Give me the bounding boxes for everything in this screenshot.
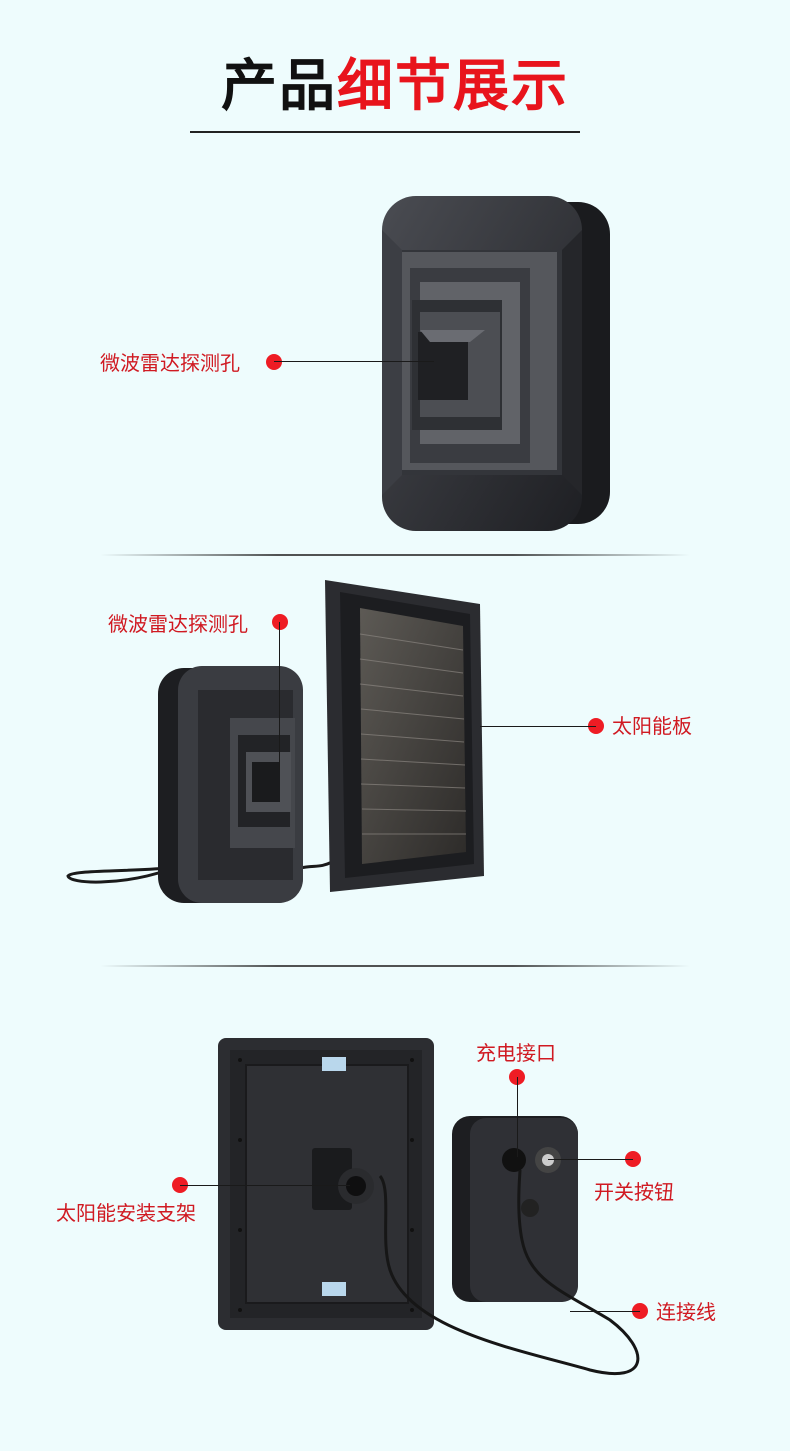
callout-line [279, 622, 280, 770]
title-underline [190, 131, 580, 133]
radar-hole-label-2: 微波雷达探测孔 [108, 612, 248, 636]
callout-dot [588, 718, 604, 734]
section-divider [100, 554, 690, 556]
callout-line [180, 1185, 350, 1186]
callout-line [570, 1311, 640, 1312]
switch-button-label: 开关按钮 [594, 1180, 674, 1204]
callout-line [274, 361, 434, 362]
callout-line [517, 1077, 518, 1157]
charging-port-label: 充电接口 [476, 1041, 556, 1065]
solar-panel-label: 太阳能板 [612, 714, 692, 738]
sensor-front-image [382, 196, 610, 531]
radar-hole-label-1: 微波雷达探测孔 [100, 351, 240, 375]
sensor-and-panel-image [66, 580, 484, 903]
page-title: 产品细节展示 [0, 52, 790, 122]
cable-label: 连接线 [656, 1300, 716, 1324]
callout-line [548, 1159, 633, 1160]
section-divider [100, 965, 690, 967]
callout-dot [266, 354, 282, 370]
solar-bracket-label: 太阳能安装支架 [56, 1201, 196, 1225]
callout-dot [632, 1303, 648, 1319]
callout-line [480, 726, 596, 727]
callout-dot [272, 614, 288, 630]
title-part2: 细节展示 [337, 54, 569, 119]
callout-dot [625, 1151, 641, 1167]
title-part1: 产品 [221, 54, 337, 119]
